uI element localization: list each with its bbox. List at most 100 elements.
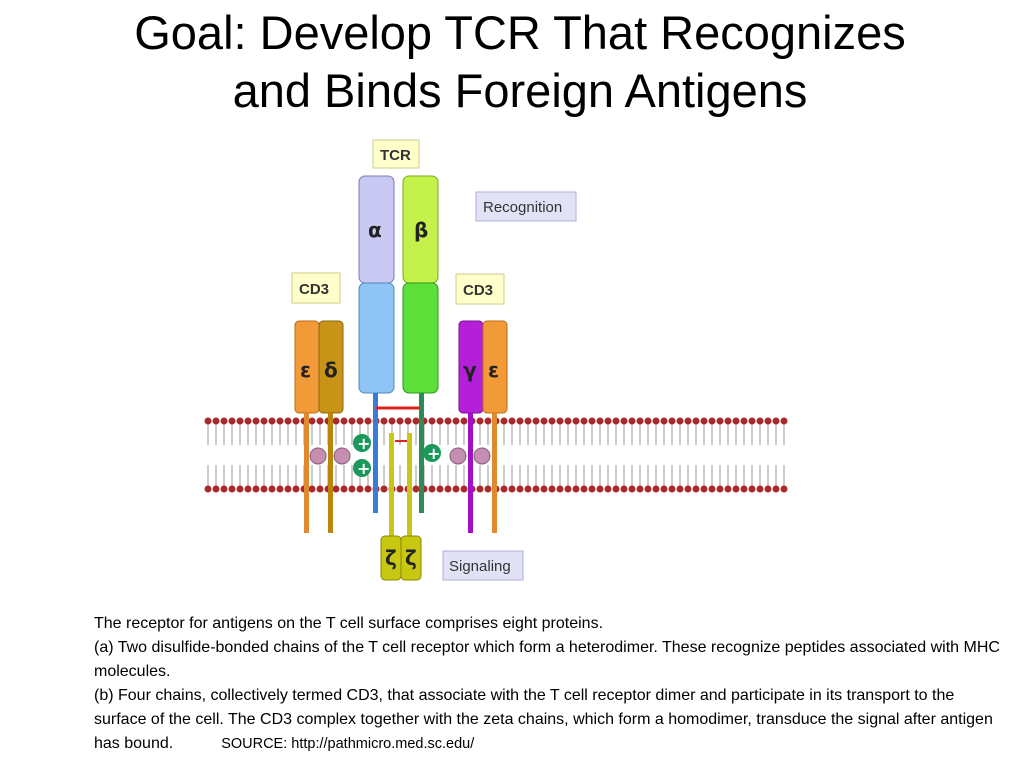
lipid-head [220, 485, 228, 493]
lipid-head [228, 417, 236, 425]
lipid-head [268, 417, 276, 425]
lipid-head [484, 417, 492, 425]
alpha-constant-domain [358, 282, 395, 394]
lipid-head [772, 417, 780, 425]
lipid-head [644, 485, 652, 493]
beta-symbol: β [414, 218, 428, 242]
lipid-head [308, 485, 316, 493]
lipid-head [604, 417, 612, 425]
lipid-head [700, 485, 708, 493]
lipid-head [572, 417, 580, 425]
lipid-head [500, 417, 508, 425]
lipid-head [212, 417, 220, 425]
zeta-2-body [400, 535, 422, 581]
tcr-label-box [372, 139, 420, 169]
lipid-head [220, 417, 228, 425]
lipid-head [780, 417, 788, 425]
positive-charge-sign: + [357, 434, 370, 453]
positive-charge [353, 434, 371, 452]
lipid-head [604, 485, 612, 493]
cd3-right-label: CD3 [455, 273, 505, 305]
lipid-head [244, 485, 252, 493]
lipid-head [436, 417, 444, 425]
lipid-head [284, 485, 292, 493]
cd3-epsilon-left-chain: ε [294, 320, 320, 533]
lipid-head [412, 417, 420, 425]
lipid-head [724, 417, 732, 425]
lipid-head [564, 485, 572, 493]
lipid-head [540, 417, 548, 425]
lipid-head [780, 485, 788, 493]
zeta-tail [389, 433, 394, 536]
transmembrane-tail [492, 413, 497, 533]
lipid-head [308, 417, 316, 425]
lipid-head [748, 417, 756, 425]
lipid-head [724, 485, 732, 493]
lipid-head [484, 485, 492, 493]
lipid-head [652, 417, 660, 425]
recognition-label-box [475, 191, 577, 222]
lipid-head [740, 485, 748, 493]
tcr-complex-diagram: ε δ α β ζ ζ γ [204, 139, 788, 581]
lipid-head [708, 485, 716, 493]
lipid-head [564, 417, 572, 425]
recognition-label: Recognition [475, 191, 577, 222]
beta-constant-domain [402, 282, 439, 394]
lipid-head [684, 417, 692, 425]
lipid-head [396, 417, 404, 425]
cd3-right-label-box [455, 273, 505, 305]
lipid-head [596, 417, 604, 425]
lipid-head [532, 417, 540, 425]
lipid-head [708, 417, 716, 425]
title-line-2: and Binds Foreign Antigens [232, 64, 808, 117]
lipid-head [644, 417, 652, 425]
transmembrane-tail [468, 413, 473, 533]
lipid-head [556, 417, 564, 425]
lipid-head [580, 485, 588, 493]
lipid-head [548, 485, 556, 493]
lipid-head [636, 417, 644, 425]
lipid-head [316, 485, 324, 493]
lipid-head [732, 485, 740, 493]
figure-caption: The receptor for antigens on the T cell … [94, 612, 1004, 756]
lipid-head [212, 485, 220, 493]
lipid-ball [333, 447, 351, 465]
lipid-head [284, 417, 292, 425]
lipid-head [340, 417, 348, 425]
cd3-delta-chain: δ [318, 320, 344, 533]
lipid-head [260, 417, 268, 425]
lipid-head [716, 417, 724, 425]
lipid-head [660, 417, 668, 425]
lipid-head [532, 485, 540, 493]
lipid-head [716, 485, 724, 493]
lipid-head [756, 417, 764, 425]
alpha-symbol: α [368, 218, 382, 242]
lipid-head [660, 485, 668, 493]
lipid-head [524, 417, 532, 425]
zeta-homodimer: ζ ζ [380, 433, 422, 581]
lipid-head [628, 417, 636, 425]
lipid-head [756, 485, 764, 493]
lipid-ball [473, 447, 491, 465]
lipid-ball [449, 447, 467, 465]
lipid-head [204, 417, 212, 425]
lipid-head [516, 485, 524, 493]
lipid-head [276, 417, 284, 425]
lipid-head [732, 417, 740, 425]
recognition-label-text: Recognition [483, 199, 562, 216]
lipid-head [740, 417, 748, 425]
lipid-head [316, 417, 324, 425]
lipid-head [260, 485, 268, 493]
charged-residues: + + + [353, 434, 441, 478]
lipid-head [596, 485, 604, 493]
lipid-head [612, 485, 620, 493]
title-line-1: Goal: Develop TCR That Recognizes [134, 6, 906, 59]
signaling-label-text: Signaling [449, 558, 511, 575]
cd3-right-label-text: CD3 [463, 282, 493, 299]
zeta-1-symbol: ζ [385, 546, 397, 570]
lipid-head [540, 485, 548, 493]
lipid-head [292, 417, 300, 425]
caption-line-2: (a) Two disulfide-bonded chains of the T… [94, 639, 1000, 680]
lipid-head [236, 485, 244, 493]
tcr-label-text: TCR [380, 147, 411, 164]
